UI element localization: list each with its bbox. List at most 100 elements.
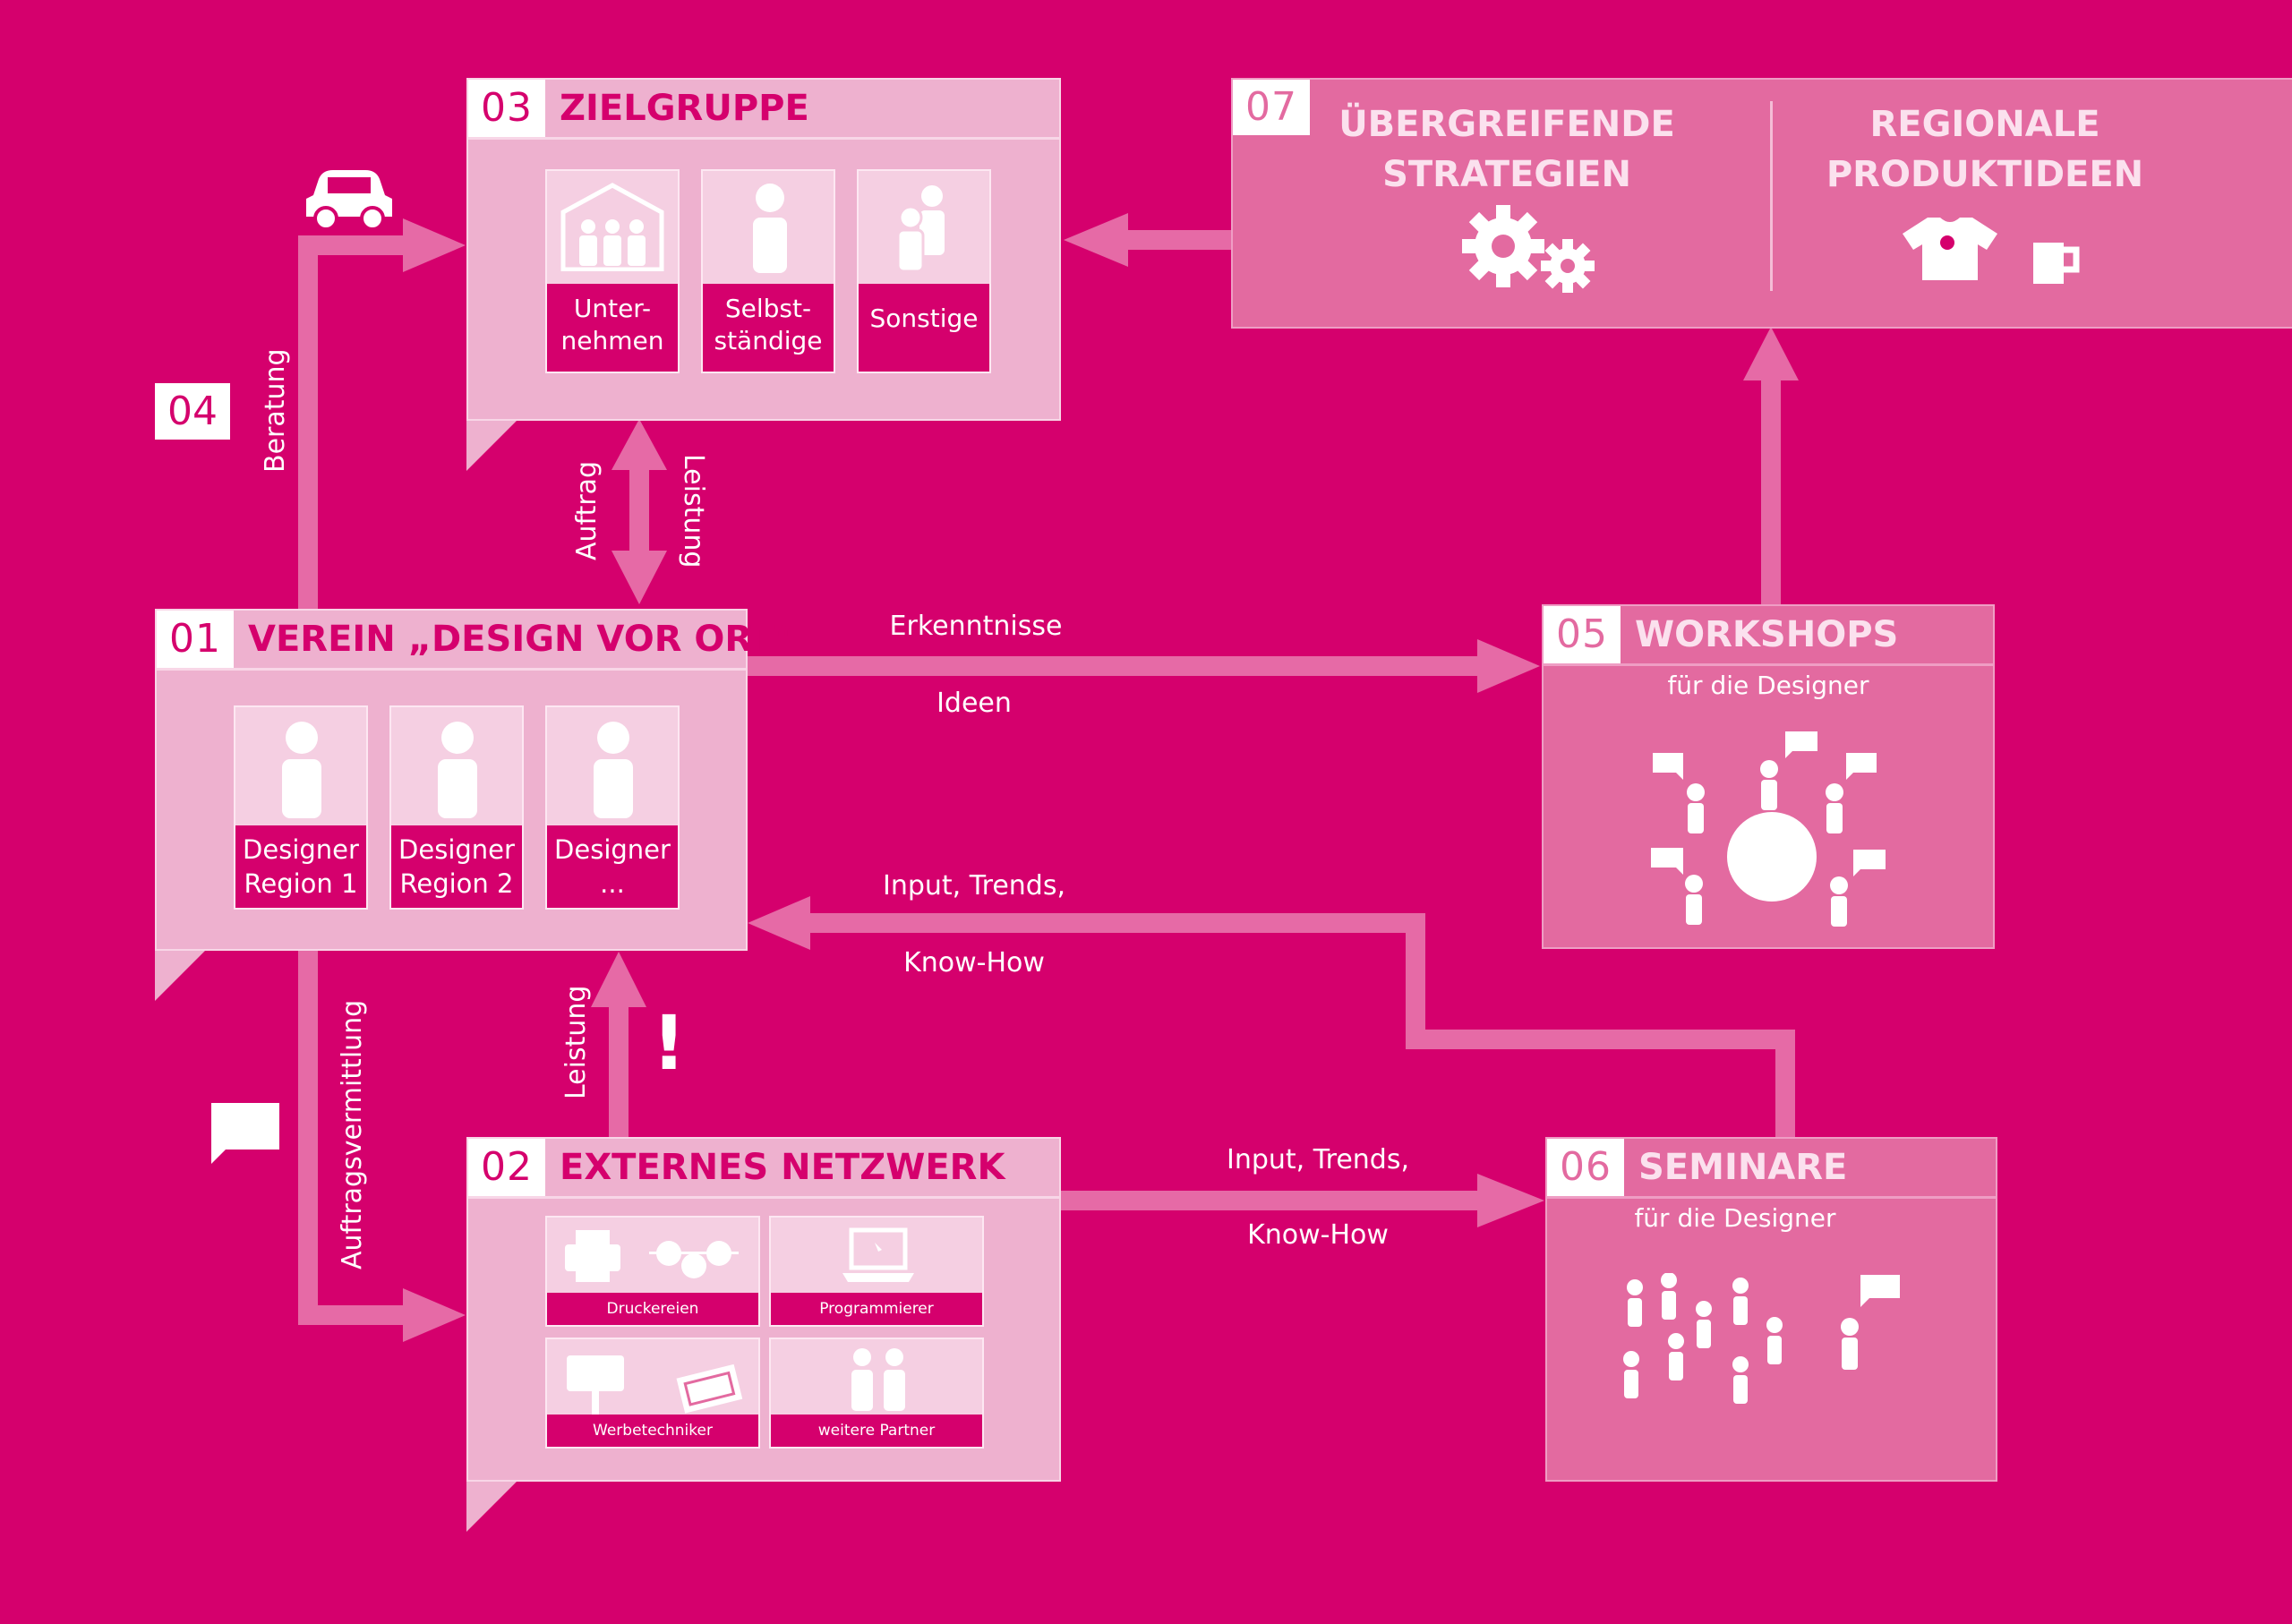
box-number: 06 [1547, 1139, 1624, 1196]
label-input-trends-top: Input, Trends, [882, 870, 1066, 902]
arrow-vermittlung-head [403, 1288, 466, 1342]
tshirt-icon [1903, 218, 1997, 280]
arrow-erkenntnisse-shaft [748, 656, 1482, 676]
arrow-netzwerk-right-shaft [1061, 1191, 1482, 1210]
arrow-leistung-up-head [591, 952, 646, 1007]
box-title: SEMINARE [1638, 1147, 1848, 1188]
laptop-icon [842, 1227, 914, 1282]
label-know-how-top: Know-How [903, 947, 1045, 979]
card-designer-region-1: Designer Region 1 [234, 705, 368, 910]
person-icon [282, 722, 321, 818]
box-strategien: 07 ÜBERGREIFENDE STRATEGIEN REGIONALE PR… [1231, 78, 2292, 329]
speech-bubble-icon [211, 1103, 283, 1166]
box-header: 01 VEREIN „DESIGN VOR ORT“ [157, 611, 799, 671]
strategien-left-title: ÜBERGREIFENDE STRATEGIEN [1338, 104, 1675, 195]
arrow-netzwerk-right-head [1477, 1174, 1544, 1227]
box-zielgruppe: 03 ZIELGRUPPE Unter- nehmen Selbst- stän… [466, 78, 1061, 471]
box-number: 03 [468, 80, 545, 137]
speech-tail [466, 421, 517, 471]
arrow-strategien-left-shaft [1124, 230, 1231, 250]
card-label: Werbetechniker [547, 1415, 758, 1447]
label-know-how-bottom: Know-How [1247, 1219, 1389, 1251]
seminar-audience-icon [1623, 1273, 1900, 1404]
box-title: VEREIN „DESIGN VOR ORT“ [248, 619, 799, 660]
box-workshops: 05 WORKSHOPS für die Designer [1542, 604, 1995, 949]
speech-tail [466, 1482, 517, 1532]
workshop-round-table-icon [1651, 731, 1886, 927]
card-label: weitere Partner [771, 1415, 982, 1447]
arrow-leistung-down-head [611, 551, 667, 604]
box-number: 05 [1544, 606, 1621, 663]
box-header: 06 SEMINARE [1547, 1139, 1996, 1199]
box-verein: 01 VEREIN „DESIGN VOR ORT“ Designer Regi… [155, 609, 799, 1001]
box-number: 01 [157, 611, 234, 668]
arrow-vermittlung-vertical [298, 949, 318, 1325]
label-beratung: Beratung [260, 348, 291, 473]
box-title: EXTERNES NETZWERK [560, 1147, 1005, 1188]
arrow-input-horizontal-upper [806, 913, 1425, 933]
card-label: Designer Region 2 [391, 825, 522, 908]
label-auftragsvermittlung: Auftragsvermittlung [337, 999, 368, 1269]
box-number: 02 [468, 1139, 545, 1196]
card-programmierer: Programmierer [769, 1216, 984, 1327]
people-pair-icon [896, 185, 945, 273]
people-pair-icon [851, 1348, 905, 1411]
box-header: 05 WORKSHOPS [1544, 606, 1993, 666]
card-werbetechniker: Werbetechniker [545, 1338, 760, 1449]
arrow-leistung-up-shaft [609, 1003, 629, 1137]
arrow-input-head [748, 896, 810, 950]
box-subtitle: für die Designer [1667, 671, 1869, 700]
box-title: ZIELGRUPPE [560, 88, 809, 129]
card-label: Unter- nehmen [547, 284, 678, 372]
card-label: Designer Region 1 [235, 825, 366, 908]
arrow-auftrag-shaft [629, 466, 649, 555]
card-label: Druckereien [547, 1293, 758, 1325]
box-number: 07 [1233, 80, 1310, 135]
card-label: Selbst- ständige [703, 284, 834, 372]
card-weitere-partner: weitere Partner [769, 1338, 984, 1449]
arrow-beratung-head [403, 218, 466, 272]
label-auftrag: Auftrag [571, 460, 603, 560]
card-unternehmen: Unter- nehmen [545, 169, 680, 373]
badge-beratung-number: 04 [155, 383, 230, 440]
box-seminare: 06 SEMINARE für die Designer [1545, 1137, 1997, 1482]
strategien-divider [1770, 101, 1773, 291]
printer-icon [565, 1230, 739, 1282]
label-leistung-bottom: Leistung [560, 985, 592, 1099]
card-designer-more: Designer ... [545, 705, 680, 910]
box-subtitle: für die Designer [1634, 1203, 1836, 1233]
gears-icon [1462, 205, 1595, 293]
building-people-icon [560, 183, 664, 271]
box-netzwerk: 02 EXTERNES NETZWERK Druckereien Program… [466, 1137, 1061, 1532]
arrow-input-vertical-left [1406, 913, 1425, 1049]
arrow-workshops-up-shaft [1761, 376, 1781, 604]
label-input-trends-bottom: Input, Trends, [1226, 1144, 1410, 1175]
arrow-erkenntnisse-head [1477, 639, 1540, 693]
signboard-icon [567, 1355, 743, 1416]
arrow-beratung-vertical [298, 235, 318, 611]
arrow-input-vertical-right [1775, 1030, 1795, 1141]
car-icon [303, 168, 396, 233]
card-label: Designer ... [547, 825, 678, 908]
box-header: 02 EXTERNES NETZWERK [468, 1139, 1059, 1199]
mug-icon [2033, 243, 2080, 284]
arrow-workshops-up-head [1743, 327, 1799, 380]
arrow-input-horizontal-lower [1406, 1030, 1795, 1049]
card-sonstige: Sonstige [857, 169, 991, 373]
person-icon [594, 722, 633, 818]
arrow-vermittlung-horizontal [298, 1305, 406, 1325]
label-erkenntnisse: Erkenntnisse [889, 611, 1063, 642]
box-header: 03 ZIELGRUPPE [468, 80, 1059, 140]
exclamation-mark: ! [652, 999, 687, 1087]
arrow-auftrag-up-head [611, 419, 667, 470]
arrow-group [298, 213, 1799, 1342]
arrow-beratung-horizontal [298, 235, 406, 255]
card-druckereien: Druckereien [545, 1216, 760, 1327]
label-leistung-top: Leistung [678, 454, 709, 568]
label-ideen: Ideen [936, 688, 1012, 719]
speech-tail [155, 951, 205, 1001]
card-label: Programmierer [771, 1293, 982, 1325]
person-icon [753, 184, 787, 273]
person-icon [438, 722, 477, 818]
